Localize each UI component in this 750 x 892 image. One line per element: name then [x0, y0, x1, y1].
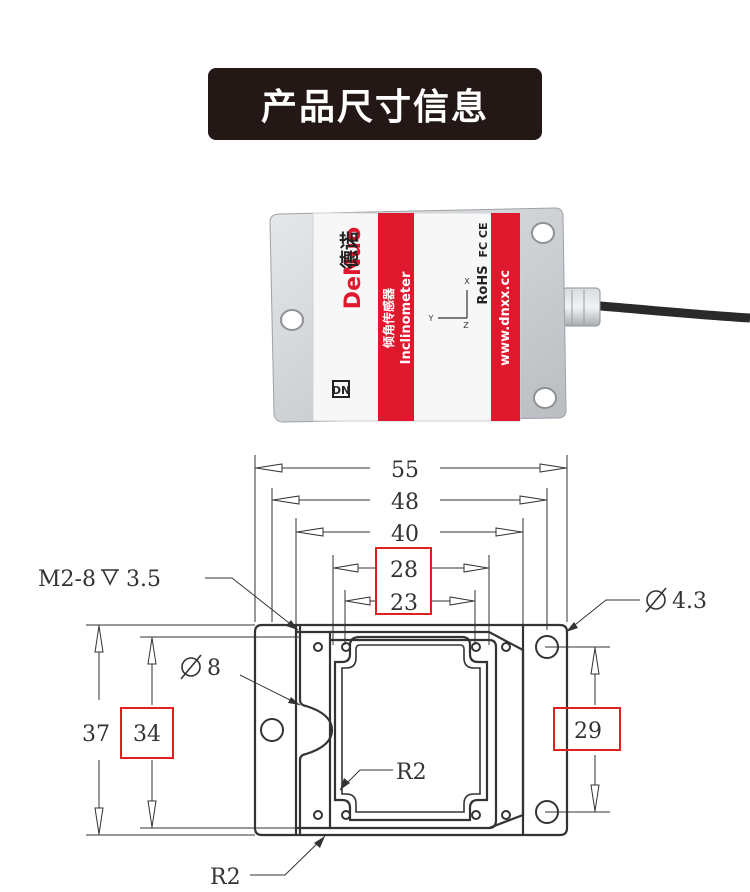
note-m2-depth: 3.5	[126, 567, 161, 592]
leader-r2-inner	[339, 769, 393, 791]
mount-hole-left	[280, 309, 304, 331]
label-red-stripe-right	[491, 213, 520, 421]
diameter-icon	[180, 654, 202, 680]
hole-m2-tr	[471, 642, 481, 652]
cert-rohs: RoHS	[476, 265, 491, 304]
device-website: www.dnxx.cc	[498, 270, 513, 366]
depth-symbol-icon	[101, 569, 119, 586]
cable	[599, 301, 750, 323]
mount-hole-bottom-right	[533, 387, 557, 409]
hole-mount-br	[535, 800, 559, 824]
dim-48: 48	[391, 490, 419, 515]
mount-hole-top-right	[531, 222, 555, 244]
device-product-en: Inclinometer	[399, 271, 414, 364]
technical-drawing	[86, 455, 640, 876]
axis-diagram: X Y Z	[428, 277, 471, 330]
note-r2-inner: R2	[396, 760, 427, 785]
brand-logo-icon	[332, 380, 350, 398]
hole-m2-bl	[341, 810, 351, 820]
notch-outline	[298, 625, 334, 835]
hole-m2-tr2	[501, 642, 511, 652]
label-red-stripe-left	[378, 213, 414, 421]
diameter-icon	[645, 587, 667, 613]
note-r2-outer: R2	[210, 865, 241, 890]
device-brand-cn: 德诺	[338, 231, 361, 269]
axis-y-label: Y	[428, 314, 434, 323]
hole-mount-left	[260, 718, 284, 742]
hole-m2-br2	[501, 810, 511, 820]
hole-m2-bl2	[313, 810, 323, 820]
hole-mount-tr	[535, 635, 559, 659]
highlight-29	[553, 707, 621, 751]
dim-55: 55	[391, 458, 419, 483]
svg-text:DN: DN	[332, 384, 350, 397]
dim-23: 23	[390, 591, 418, 616]
dim-40: 40	[391, 522, 419, 547]
axis-x-label: X	[464, 277, 470, 286]
note-m2-thread: M2-8	[38, 567, 96, 592]
label-panel	[312, 212, 521, 422]
axis-z-label: Z	[463, 321, 469, 330]
device-brand: DeNuo	[341, 227, 366, 309]
hole-m2-tl2	[341, 642, 351, 652]
cert-fc-ce: FC CE	[477, 222, 490, 257]
cable-gland	[561, 287, 601, 327]
dim-29: 29	[574, 719, 602, 744]
page-title: 产品尺寸信息	[260, 87, 489, 128]
dim-37: 37	[82, 722, 110, 747]
product-photo: DeNuo 德诺 DN 倾角传感器 Inclinometer X Y Z RoH…	[269, 207, 750, 423]
inner-lid	[333, 635, 489, 822]
note-diameter-8: 8	[207, 656, 221, 681]
highlight-28-23	[375, 547, 432, 615]
hole-m2-tl	[313, 642, 323, 652]
dim-34: 34	[133, 722, 161, 747]
dim-28: 28	[390, 558, 418, 583]
outline-outer	[253, 623, 569, 837]
highlight-34	[120, 707, 174, 759]
leader-diameter-4-3	[565, 599, 640, 633]
hole-m2-br	[471, 810, 481, 820]
leader-m2	[205, 577, 299, 631]
note-diameter-4-3: 4.3	[672, 589, 707, 614]
title-banner: 产品尺寸信息	[208, 68, 542, 140]
device-product-cn: 倾角传感器	[381, 287, 396, 349]
leader-r2-outer	[250, 835, 326, 876]
highlight-boxes	[120, 547, 621, 759]
